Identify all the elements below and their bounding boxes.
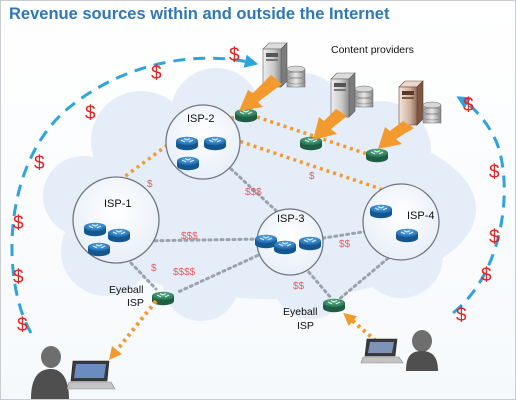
revenue-sign: $	[229, 45, 240, 66]
router-icon	[323, 298, 345, 313]
arrow-user-right-eyeball	[343, 312, 378, 343]
revenue-sign: $	[151, 63, 162, 84]
link-isp4-eyeball	[335, 237, 413, 303]
router-icon	[299, 236, 321, 251]
content-providers-label: Content providers	[331, 44, 414, 56]
isp4-label: ISP-4	[407, 210, 435, 222]
revenue-isp2-isp4: $	[309, 171, 315, 182]
edge-routers	[152, 108, 388, 313]
transit-links	[129, 167, 413, 303]
router-icon	[177, 156, 199, 171]
cash-flow-arrows	[10, 54, 506, 334]
link-isp3-isp4	[315, 229, 371, 241]
link-isp2-isp4	[226, 135, 382, 191]
revenue-isp3-isp4: $$	[339, 239, 351, 250]
arrow-cp2-edge	[313, 109, 347, 140]
laptop-right	[360, 338, 404, 364]
outer-revenue-signs: $ $ $ $ $ $ $ $ $ $ $ $	[13, 45, 500, 336]
router-icon	[396, 228, 418, 243]
isp1-domain: ISP-1	[72, 176, 160, 264]
revenue-isp1-eyeball: $	[151, 263, 157, 274]
arrow-eyeball-left-user	[109, 299, 158, 361]
revenue-sign: $	[489, 162, 500, 183]
revenue-isp2-isp1: $	[147, 179, 153, 190]
server-icon	[262, 42, 288, 88]
router-icon	[176, 136, 198, 151]
arrow-cp3-edge	[378, 121, 414, 149]
router-icon	[370, 204, 392, 219]
isp4-circle	[362, 183, 440, 261]
laptop-icon	[66, 360, 116, 390]
isp2-label: ISP-2	[187, 113, 215, 125]
link-isp1-eyeball	[129, 261, 158, 291]
link-isp2-isp3	[229, 167, 287, 221]
diagram-title: Revenue sources within and outside the I…	[9, 5, 390, 23]
router-icon	[274, 240, 296, 255]
isp4-domain: ISP-4	[362, 183, 440, 261]
link-isp3-eyeball-left	[174, 251, 265, 295]
revenue-sign: $	[463, 95, 474, 116]
eyeball-isp-left-label-line1: Eyeball	[109, 284, 143, 296]
revenue-sign: $	[13, 267, 24, 288]
cash-flow-left	[10, 54, 259, 334]
revenue-sign: $	[34, 153, 45, 174]
user-traffic-arrows	[109, 299, 378, 361]
revenue-sign: $	[13, 213, 24, 234]
user-left	[31, 346, 69, 399]
router-icon	[84, 222, 106, 237]
router-icon	[152, 291, 174, 306]
user-right	[406, 330, 438, 371]
revenue-isp3-eyeball-left: $$$$	[173, 267, 196, 278]
storage-icon	[354, 85, 374, 108]
router-icon	[108, 228, 130, 243]
arrow-cp1-isp2	[239, 75, 282, 111]
content-provider-1	[262, 42, 306, 88]
isp-routers	[84, 136, 418, 257]
user-icon	[406, 330, 438, 371]
revenue-sign: $	[489, 227, 500, 248]
eyeball-isp-right-label-line1: Eyeball	[283, 306, 317, 318]
link-isp1-isp3	[135, 237, 265, 243]
eyeball-isp-right-label-line2: ISP	[297, 320, 314, 332]
isp1-label: ISP-1	[104, 198, 132, 210]
router-icon	[204, 136, 226, 151]
storage-icon	[422, 101, 442, 124]
storage-icon	[286, 65, 306, 88]
content-provider-3	[398, 80, 442, 126]
user-icon	[31, 346, 69, 399]
link-revenue-labels: $ $$$ $ $$$ $$ $ $$$$ $$	[147, 171, 351, 292]
router-icon	[366, 148, 388, 163]
router-icon	[255, 234, 277, 249]
content-traffic-arrows	[239, 75, 414, 149]
isp1-circle	[72, 176, 160, 264]
revenue-sign: $	[481, 265, 492, 286]
server-icon	[330, 72, 356, 118]
revenue-sign: $	[456, 305, 467, 326]
laptop-left	[66, 360, 116, 390]
router-icon	[300, 136, 322, 151]
router-icon	[88, 242, 110, 257]
revenue-isp3-eyeball-right: $$	[293, 281, 305, 292]
revenue-sign: $	[17, 315, 28, 336]
laptop-icon	[360, 338, 404, 364]
revenue-isp1-isp3: $$$	[181, 231, 198, 242]
revenue-sign: $	[85, 103, 96, 124]
cash-flow-right	[452, 96, 506, 315]
router-icon	[235, 108, 257, 123]
revenue-isp2-isp3: $$$	[245, 187, 262, 198]
content-provider-2	[330, 72, 374, 118]
eyeball-isp-left-label-line2: ISP	[127, 297, 144, 309]
server-icon	[398, 80, 424, 126]
isp3-label: ISP-3	[277, 213, 305, 225]
